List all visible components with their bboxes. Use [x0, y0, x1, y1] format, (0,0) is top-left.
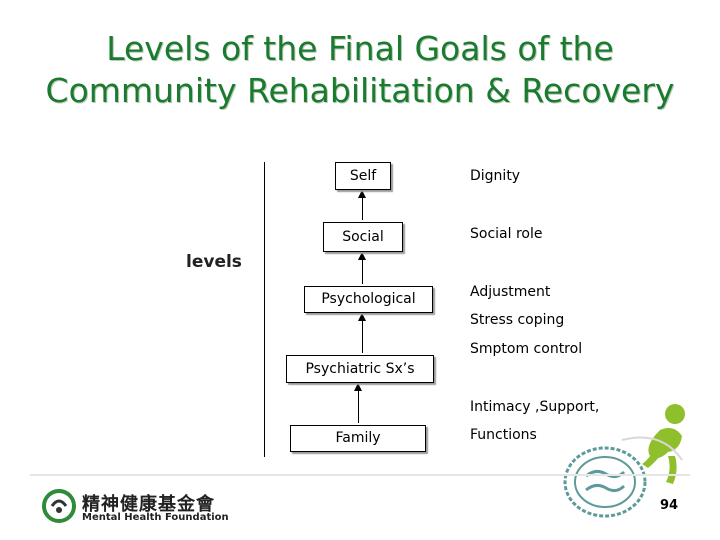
goal-stress-coping: Stress coping — [470, 312, 565, 328]
goal-social-role: Social role — [470, 226, 543, 242]
levels-label: levels — [186, 252, 242, 272]
level-box-psychological: Psychological — [304, 286, 433, 313]
level-box-social: Social — [323, 222, 403, 252]
arrowhead-to-psychiatric — [354, 383, 362, 391]
org-name-chinese: 精神健康基金會 — [82, 494, 215, 515]
connector-social-self — [362, 196, 363, 220]
connector-psychiatric-psych — [362, 319, 363, 353]
level-box-psychiatric: Psychiatric Sx’s — [286, 355, 434, 383]
goal-functions: Functions — [470, 427, 537, 443]
page-number: 94 — [660, 498, 679, 513]
level-box-family: Family — [290, 425, 426, 452]
foundation-logo-icon — [42, 489, 76, 523]
goal-adjustment: Adjustment — [470, 284, 551, 300]
goal-symptom-control: Smptom control — [470, 341, 583, 357]
arrowhead-to-social — [358, 252, 366, 260]
level-box-self: Self — [335, 162, 391, 190]
figure-icon — [642, 404, 685, 484]
org-name-english: Mental Health Foundation — [82, 512, 229, 523]
connector-psych-social — [362, 258, 363, 284]
footer-divider — [30, 474, 690, 476]
goal-intimacy-support: Intimacy ,Support, — [470, 399, 600, 415]
slide-title: Levels of the Final Goals of the Communi… — [0, 28, 720, 112]
connector-family-psychiatric — [358, 389, 359, 423]
arrowhead-to-psychological — [358, 313, 366, 321]
levels-axis — [264, 162, 265, 457]
decorative-stamp-graphic — [563, 404, 685, 518]
arrowhead-to-self — [358, 190, 366, 198]
title-line-2: Community Rehabilitation & Recovery — [45, 71, 675, 110]
title-line-1: Levels of the Final Goals of the — [106, 29, 614, 68]
goal-dignity: Dignity — [470, 168, 521, 184]
